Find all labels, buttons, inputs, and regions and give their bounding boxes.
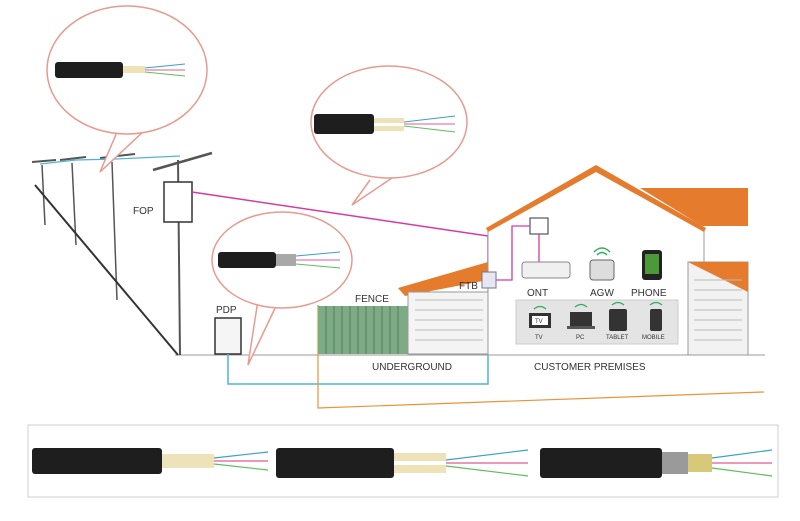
- tablet-icon: [609, 301, 627, 331]
- device-label-tablet: TABLET: [606, 335, 629, 341]
- pdp-label: PDP: [216, 305, 237, 316]
- ont-device: [521, 261, 571, 279]
- fence: [318, 306, 408, 354]
- device-label-mobile: MOBILE: [642, 335, 665, 341]
- ftb-box: [481, 271, 497, 289]
- aerial-cable: [39, 155, 181, 165]
- cable-sample-armored: [540, 448, 773, 478]
- mobile-icon: [649, 301, 663, 331]
- phone-device: [642, 250, 662, 280]
- pc-icon: [567, 303, 595, 329]
- tv-icon: TV: [529, 305, 551, 328]
- ftb-label: FTB: [459, 281, 478, 292]
- agw-label: AGW: [590, 288, 614, 299]
- customer-premises-label: CUSTOMER PREMISES: [534, 362, 646, 373]
- agw-device: [589, 247, 615, 281]
- fence-label: FENCE: [355, 294, 389, 305]
- ont-link: [496, 225, 540, 281]
- callout-armored-cable: [211, 211, 353, 366]
- cable-sample-aerial: [32, 448, 269, 474]
- wall-outlet: [529, 217, 549, 235]
- utility-poles: [31, 151, 213, 356]
- callout-drop-cable: [310, 65, 468, 206]
- ont-label: ONT: [527, 288, 548, 299]
- fop-label: FOP: [133, 206, 154, 217]
- callout-aerial-cable: [46, 5, 208, 173]
- pdp-box: [214, 317, 242, 355]
- garage: [398, 262, 489, 355]
- device-label-tv: TV: [535, 335, 543, 341]
- cable-sample-drop: [276, 448, 529, 478]
- underground-label: UNDERGROUND: [372, 362, 452, 373]
- device-label-pc: PC: [576, 335, 585, 341]
- tv-badge: TV: [535, 319, 543, 325]
- phone-label: PHONE: [631, 288, 667, 299]
- fop-box: [163, 181, 193, 223]
